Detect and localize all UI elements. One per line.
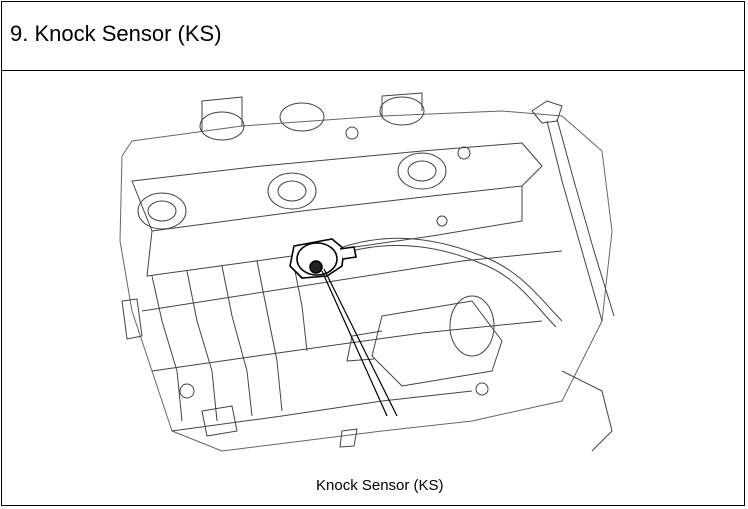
section-title: 9. Knock Sensor (KS) — [10, 21, 222, 46]
knock-sensor-callout-label: Knock Sensor (KS) — [316, 477, 444, 494]
engine-line-drawing — [119, 92, 615, 452]
engine-illustration: Knock Sensor (KS) — [2, 71, 744, 505]
callout-leader-line — [321, 268, 398, 417]
knock-sensor-shape — [289, 238, 357, 279]
section-header: 9. Knock Sensor (KS) — [2, 2, 744, 71]
